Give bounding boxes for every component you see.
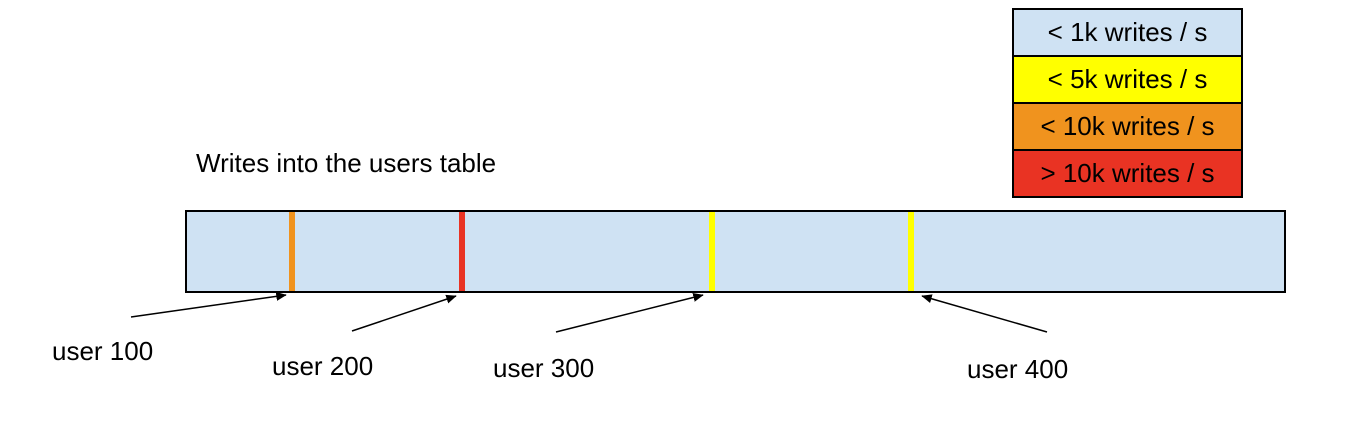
legend-item-gt-10k: > 10k writes / s bbox=[1012, 149, 1243, 198]
users-table-bar bbox=[185, 210, 1286, 293]
label-user-400: user 400 bbox=[967, 354, 1069, 384]
arrow-user-100 bbox=[130, 291, 287, 318]
arrow-user-400 bbox=[921, 294, 1048, 333]
legend-item-lt-10k: < 10k writes / s bbox=[1012, 102, 1243, 151]
write-hotspot-user-400 bbox=[908, 212, 914, 291]
write-hotspot-user-200 bbox=[459, 212, 465, 291]
legend-item-lt-1k: < 1k writes / s bbox=[1012, 8, 1243, 57]
label-user-200: user 200 bbox=[272, 351, 374, 381]
legend: < 1k writes / s < 5k writes / s < 10k wr… bbox=[1012, 8, 1243, 198]
legend-item-lt-5k: < 5k writes / s bbox=[1012, 55, 1243, 104]
diagram-title: Writes into the users table bbox=[196, 148, 497, 178]
label-user-100: user 100 bbox=[52, 336, 154, 366]
label-user-300: user 300 bbox=[493, 353, 595, 383]
arrow-user-300 bbox=[555, 293, 704, 333]
arrow-user-200 bbox=[351, 294, 457, 332]
write-hotspot-user-100 bbox=[289, 212, 295, 291]
write-hotspot-user-300 bbox=[709, 212, 715, 291]
